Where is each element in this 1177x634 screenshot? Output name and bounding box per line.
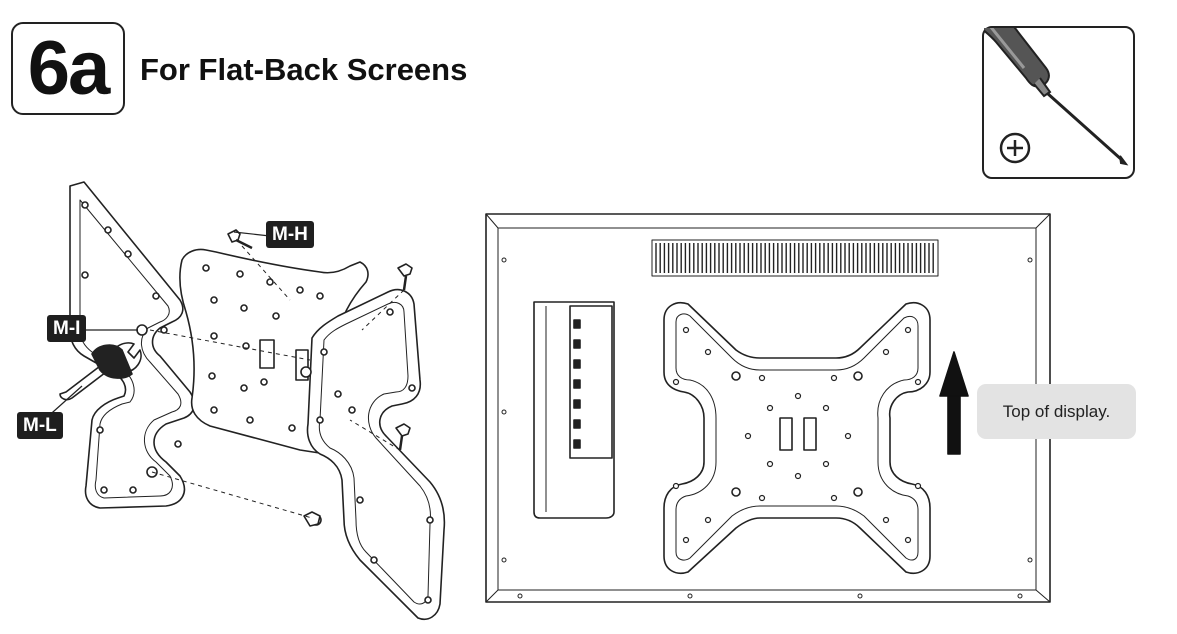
label-ml: M-L [17, 412, 63, 439]
mounted-plate [663, 302, 931, 574]
screwdriver-icon [984, 28, 1129, 166]
top-of-display-callout: Top of display. [977, 384, 1136, 439]
label-mh: M-H [266, 221, 314, 248]
step-title: For Flat-Back Screens [140, 52, 468, 87]
label-mi: M-I [47, 315, 87, 342]
screws-mh [227, 229, 413, 527]
callout-text: Top of display. [1002, 401, 1111, 421]
wrench-icon [59, 342, 142, 401]
up-arrow-icon [939, 351, 969, 455]
step-number-box: 6a [11, 22, 125, 115]
port-panel [533, 301, 615, 519]
front-arm [300, 288, 446, 620]
tool-box [982, 26, 1135, 179]
phillips-head-icon [999, 132, 1031, 164]
step-number: 6a [27, 25, 111, 111]
display-back [485, 213, 1051, 603]
